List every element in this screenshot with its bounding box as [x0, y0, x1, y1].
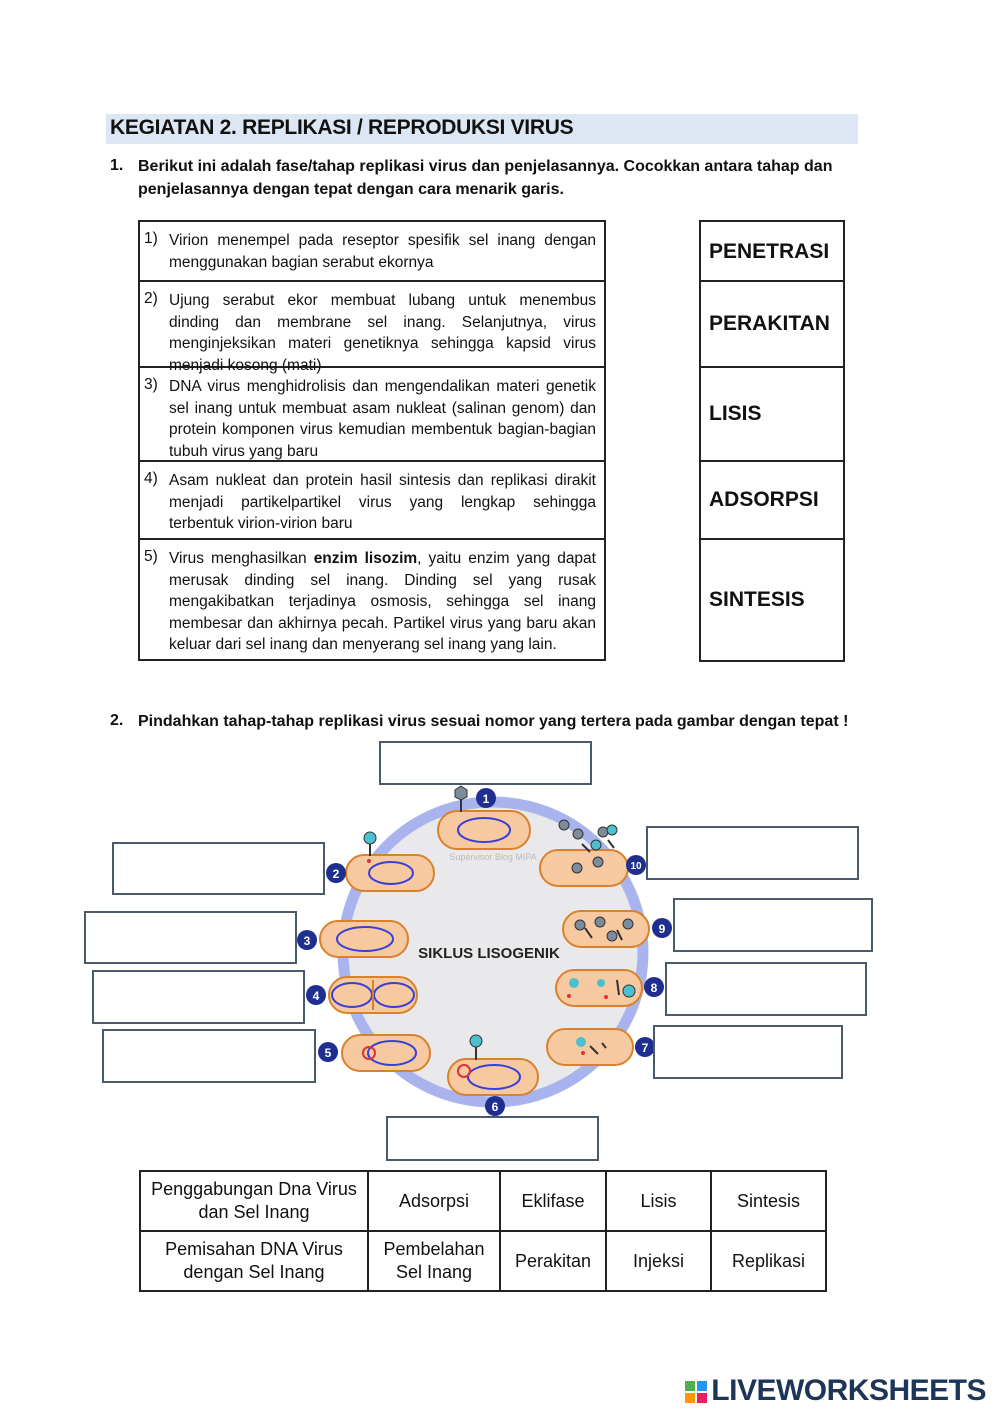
question-1-line-2: penjelasannya dengan tepat dengan cara m… [138, 181, 564, 198]
question-2-text: Pindahkan tahap-tahap replikasi virus se… [138, 713, 849, 730]
word-option[interactable]: Pemisahan DNA Virus dengan Sel Inang [139, 1230, 369, 1292]
answer-box-step-5[interactable] [102, 1029, 316, 1083]
description-text: Ujung serabut ekor membuat lubang untuk … [169, 292, 596, 374]
answer-box-step-9[interactable] [673, 898, 873, 952]
word-option[interactable]: Perakitan [499, 1230, 607, 1292]
svg-text:2: 2 [333, 867, 340, 881]
stage-row-4[interactable]: ADSORPSI [701, 462, 843, 540]
svg-text:1: 1 [483, 792, 490, 806]
answer-box-step-8[interactable] [665, 962, 867, 1016]
step-badge-6: 6 [485, 1096, 505, 1116]
description-number: 5) [144, 548, 158, 565]
svg-text:9: 9 [659, 922, 666, 936]
question-1-text: Berikut ini adalah fase/tahap replikasi … [138, 155, 858, 201]
svg-text:10: 10 [630, 861, 642, 872]
svg-text:8: 8 [651, 981, 658, 995]
heading-band [106, 114, 858, 144]
svg-text:6: 6 [492, 1100, 499, 1114]
stages-table: PENETRASI PERAKITAN LISIS ADSORPSI SINTE… [699, 220, 845, 662]
stage-row-1[interactable]: PENETRASI [701, 222, 843, 282]
description-text: DNA virus menghidrolisis dan mengendalik… [169, 378, 596, 460]
step-badge-8: 8 [644, 977, 664, 997]
stage-row-3[interactable]: LISIS [701, 368, 843, 462]
svg-text:3: 3 [304, 934, 311, 948]
page-title: KEGIATAN 2. REPLIKASI / REPRODUKSI VIRUS [110, 116, 574, 139]
stage-label: LISIS [709, 402, 762, 425]
word-option[interactable]: Sintesis [710, 1170, 827, 1232]
word-bank-row: Penggabungan Dna Virus dan Sel Inang Ads… [139, 1170, 827, 1232]
word-option[interactable]: Injeksi [605, 1230, 712, 1292]
step-badge-1: 1 [476, 788, 496, 808]
word-bank-row: Pemisahan DNA Virus dengan Sel Inang Pem… [139, 1230, 827, 1292]
liveworksheets-logo-icon [685, 1381, 708, 1404]
step-badge-2: 2 [326, 863, 346, 883]
step-badge-10: 10 [626, 855, 646, 875]
description-text: Virus menghasilkan enzim lisozim, yaitu … [169, 548, 596, 656]
description-row-3[interactable]: 3) DNA virus menghidrolisis dan mengenda… [140, 368, 604, 462]
watermark: Supervisor Blog MIPA [449, 852, 536, 862]
description-text: Asam nukleat dan protein hasil sintesis … [169, 472, 596, 532]
svg-text:7: 7 [642, 1041, 649, 1055]
description-text-bold: enzim lisozim [313, 550, 418, 567]
liveworksheets-logo-text: LIVEWORKSHEETS [711, 1374, 986, 1407]
stage-label: PENETRASI [709, 240, 830, 263]
cell-step-10 [539, 819, 629, 887]
description-text-end: , yaitu enzim yang dapat merusak dinding… [169, 550, 596, 653]
word-option[interactable]: Lisis [605, 1170, 712, 1232]
stage-row-5[interactable]: SINTESIS [701, 540, 843, 662]
description-number: 3) [144, 376, 158, 393]
description-number: 1) [144, 230, 158, 247]
description-row-5[interactable]: 5) Virus menghasilkan enzim lisozim, yai… [140, 540, 604, 661]
liveworksheets-logo: LIVEWORKSHEETS [685, 1374, 986, 1408]
stage-row-2[interactable]: PERAKITAN [701, 282, 843, 368]
answer-box-step-10[interactable] [646, 826, 859, 880]
cell-step-7 [546, 1028, 634, 1066]
answer-box-step-2[interactable] [112, 842, 325, 895]
description-number: 2) [144, 290, 158, 307]
cell-step-3 [319, 920, 409, 958]
stage-label: PERAKITAN [709, 312, 830, 335]
word-option[interactable]: Eklifase [499, 1170, 607, 1232]
question-1-number: 1. [110, 157, 124, 174]
step-badge-9: 9 [652, 918, 672, 938]
step-badge-5: 5 [318, 1042, 338, 1062]
description-row-1[interactable]: 1) Virion menempel pada reseptor spesifi… [140, 222, 604, 282]
cell-step-6 [447, 1034, 539, 1096]
answer-box-step-3[interactable] [84, 911, 297, 964]
stage-label: ADSORPSI [709, 488, 819, 511]
answer-box-step-4[interactable] [92, 970, 305, 1024]
cell-step-4 [328, 976, 418, 1014]
cell-step-8 [555, 969, 643, 1007]
description-row-2[interactable]: 2) Ujung serabut ekor membuat lubang unt… [140, 282, 604, 374]
word-option[interactable]: Adsorpsi [367, 1170, 501, 1232]
svg-text:4: 4 [313, 989, 320, 1003]
cycle-center-label: SIKLUS LISOGENIK [418, 945, 560, 962]
word-bank-table: Penggabungan Dna Virus dan Sel Inang Ads… [139, 1170, 827, 1292]
question-1-line-1: Berikut ini adalah fase/tahap replikasi … [138, 158, 833, 175]
svg-text:5: 5 [325, 1046, 332, 1060]
description-number: 4) [144, 470, 158, 487]
stage-label: SINTESIS [709, 588, 805, 611]
word-option[interactable]: Pembelahan Sel Inang [367, 1230, 501, 1292]
step-badge-4: 4 [306, 985, 326, 1005]
cell-step-9 [562, 910, 650, 948]
description-row-4[interactable]: 4) Asam nukleat dan protein hasil sintes… [140, 462, 604, 540]
cell-step-5 [341, 1034, 431, 1072]
descriptions-table: 1) Virion menempel pada reseptor spesifi… [138, 220, 606, 661]
answer-box-step-6[interactable] [386, 1116, 599, 1161]
answer-box-step-7[interactable] [653, 1025, 843, 1079]
description-text: Virion menempel pada reseptor spesifik s… [169, 232, 596, 271]
cell-step-2 [345, 831, 435, 892]
question-2-number: 2. [110, 712, 124, 729]
answer-box-step-1[interactable] [379, 741, 592, 785]
word-option[interactable]: Penggabungan Dna Virus dan Sel Inang [139, 1170, 369, 1232]
word-option[interactable]: Replikasi [710, 1230, 827, 1292]
step-badge-7: 7 [635, 1037, 655, 1057]
step-badge-3: 3 [297, 930, 317, 950]
cell-step-1 [437, 785, 531, 850]
description-text-start: Virus menghasilkan [169, 550, 314, 567]
